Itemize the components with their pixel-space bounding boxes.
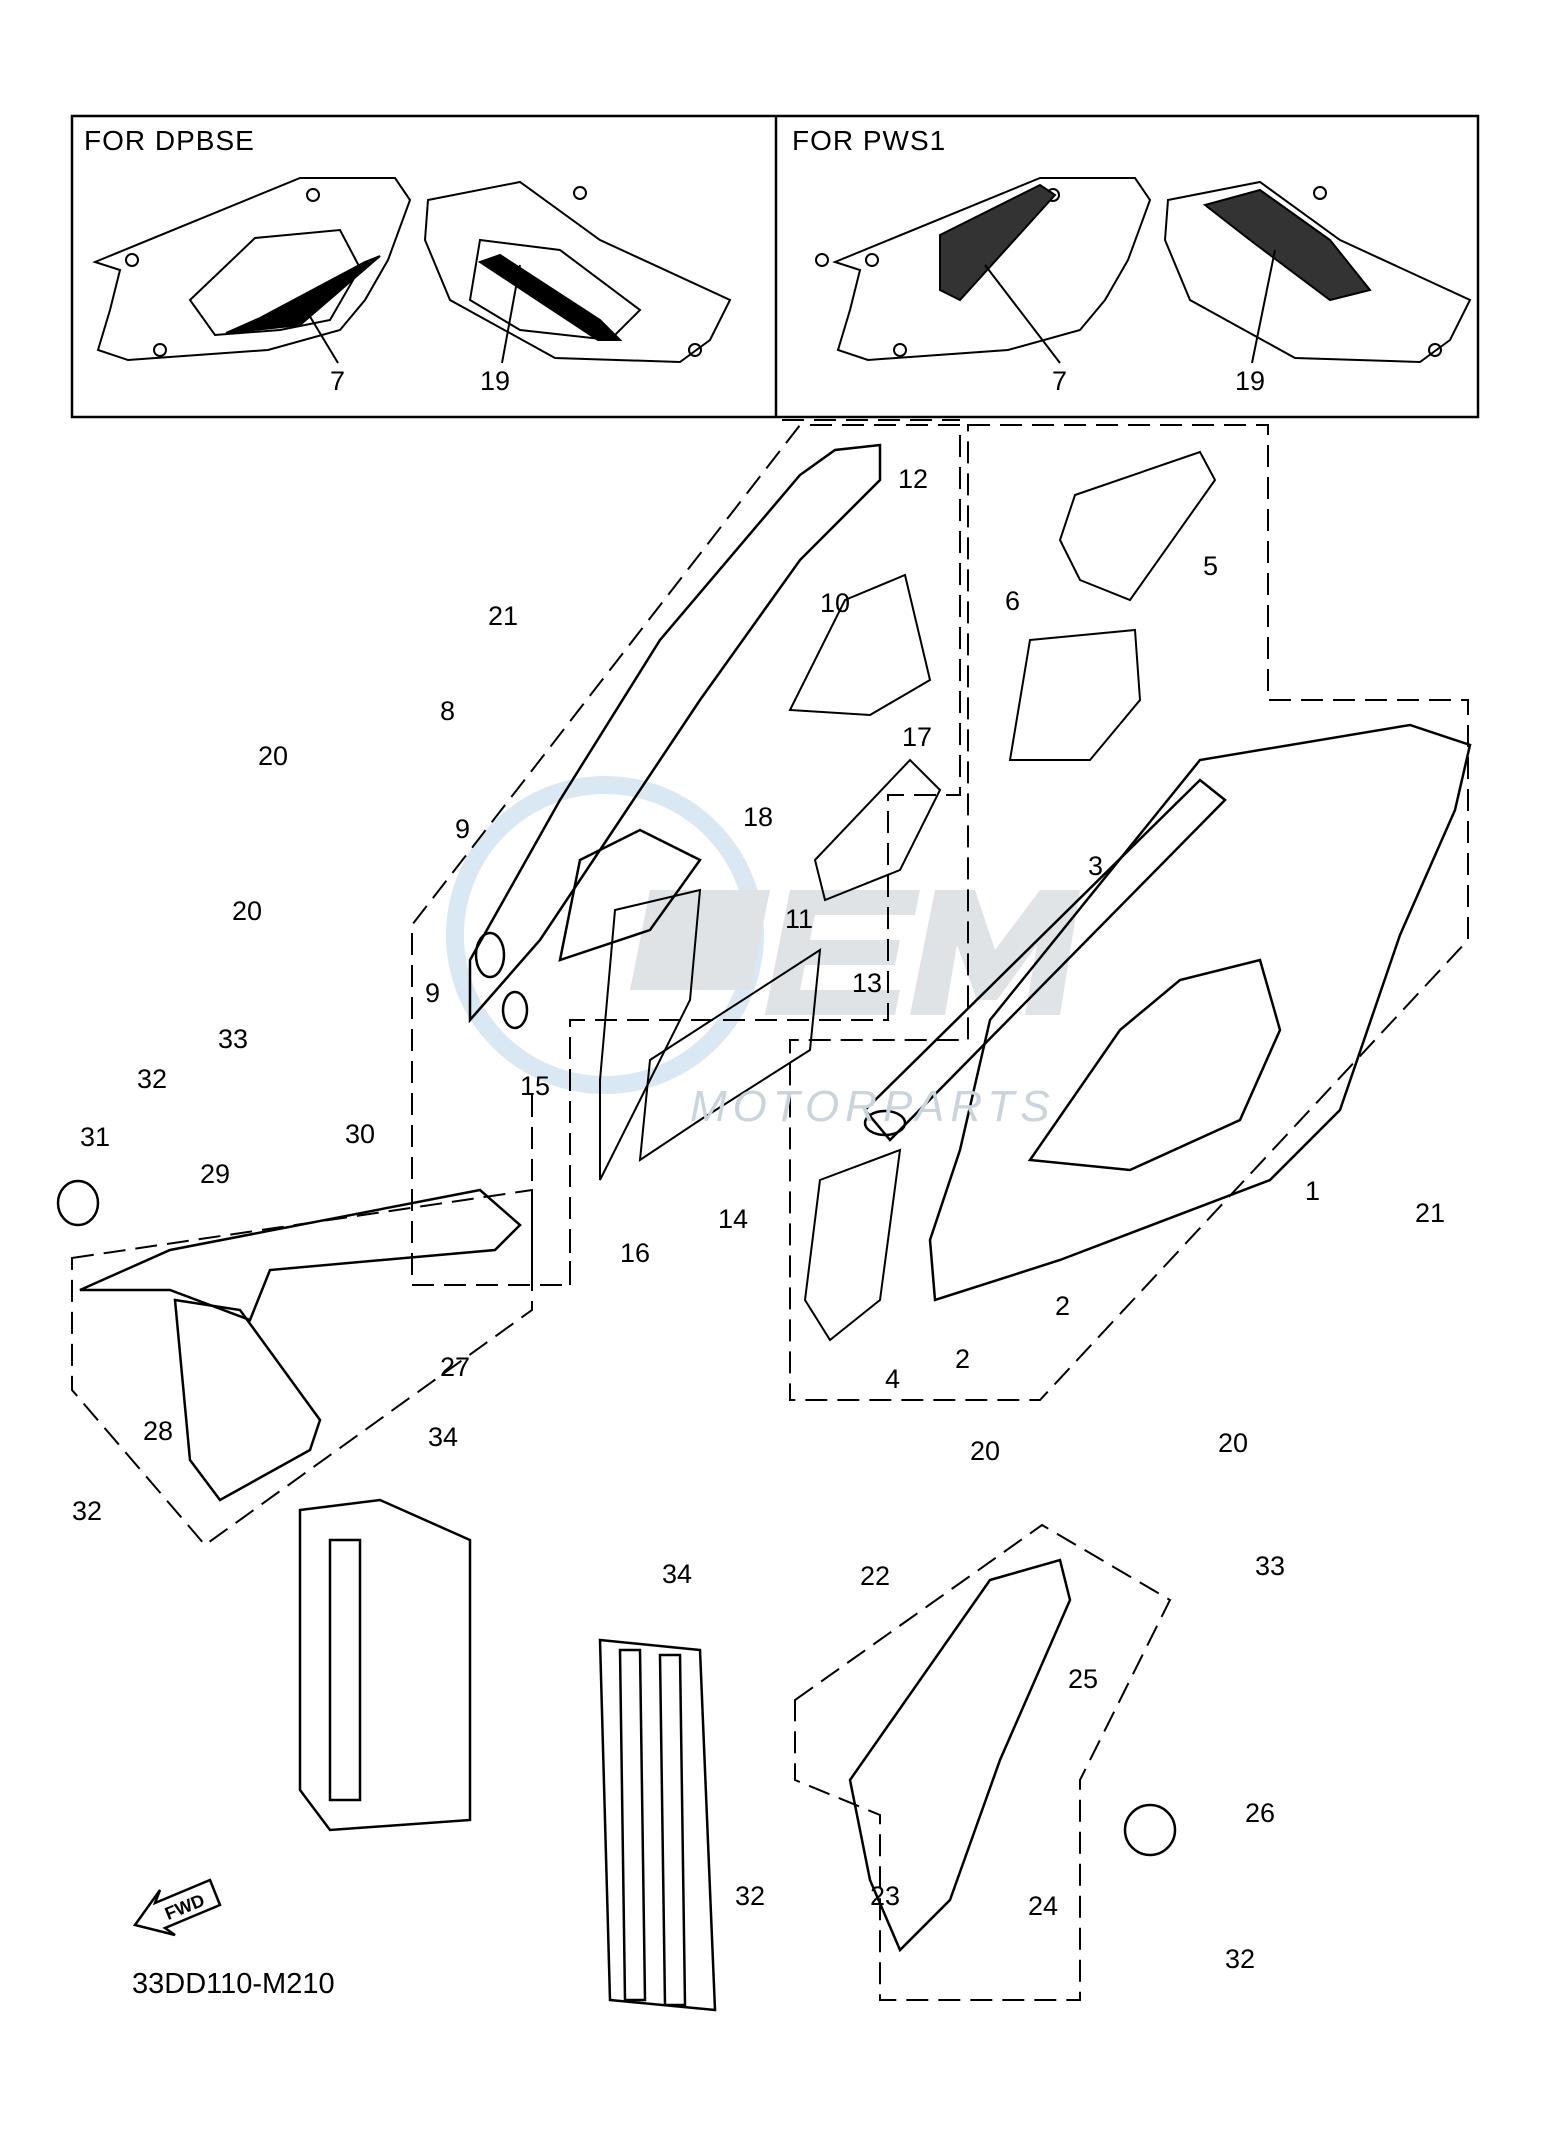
callout: 34 [428, 1422, 458, 1452]
callout: 33 [1255, 1551, 1285, 1581]
diagram-reference: 33DD110-M210 [132, 1968, 335, 2000]
callout: 8 [440, 696, 455, 726]
callout: 18 [743, 802, 773, 832]
callout: 7 [1052, 366, 1067, 396]
callout: 27 [440, 1352, 470, 1382]
callout: 3 [1088, 851, 1103, 881]
callout-labels: 7 19 7 19 1 2 2 3 4 5 6 8 9 9 10 11 12 1… [72, 366, 1445, 1974]
callout: 6 [1005, 586, 1020, 616]
callout: 19 [480, 366, 510, 396]
callout: 32 [735, 1881, 765, 1911]
inset-title-dpbse: FOR DPBSE [84, 125, 255, 156]
side-panel-right [863, 723, 1472, 1302]
callout: 2 [1055, 1291, 1070, 1321]
inset-title-pws1: FOR PWS1 [792, 125, 947, 156]
callout: 5 [1203, 551, 1218, 581]
callout: 19 [1235, 366, 1265, 396]
dpbse-side-covers [92, 177, 829, 364]
inset-frame [70, 114, 1480, 419]
callout: 17 [902, 722, 932, 752]
leader-dpbse-7 [299, 299, 339, 364]
fwd-arrow-icon: FWD [132, 1878, 222, 1937]
callout: 2 [955, 1344, 970, 1374]
callout: 20 [258, 741, 288, 771]
callout: 32 [137, 1064, 167, 1094]
callout: 20 [970, 1436, 1000, 1466]
callout: 20 [1218, 1428, 1248, 1458]
group-outlines [71, 419, 1469, 2001]
decal-parts [599, 450, 1217, 1342]
callout: 14 [718, 1204, 748, 1234]
callout: 32 [1225, 1944, 1255, 1974]
callout: 29 [200, 1159, 230, 1189]
leader-pws1-19 [1251, 249, 1276, 364]
leader-dpbse-19 [501, 264, 521, 364]
callout: 1 [1305, 1176, 1320, 1206]
callout: 33 [218, 1024, 248, 1054]
callout: 32 [72, 1496, 102, 1526]
callout: 16 [620, 1238, 650, 1268]
pws1-side-covers [832, 177, 1472, 364]
callout: 9 [455, 814, 470, 844]
callout: 34 [662, 1559, 692, 1589]
radiator-cover-left [56, 1179, 522, 1502]
callout: 4 [885, 1364, 900, 1394]
callout: 20 [232, 896, 262, 926]
callout: 24 [1028, 1891, 1058, 1921]
callout: 10 [820, 588, 850, 618]
radiator-guards [298, 1498, 717, 2012]
leader-pws1-7 [984, 264, 1061, 364]
callout: 12 [898, 464, 928, 494]
callout: 13 [852, 968, 882, 998]
radiator-cover-right [848, 1558, 1177, 1953]
callout: 26 [1245, 1798, 1275, 1828]
callout: 28 [143, 1416, 173, 1446]
callout: 30 [345, 1119, 375, 1149]
callout: 31 [80, 1122, 110, 1152]
watermark-sub: MOTORPARTS [690, 1082, 1056, 1131]
callout: 22 [860, 1561, 890, 1591]
callout: 21 [1415, 1198, 1445, 1228]
callout: 11 [785, 904, 813, 934]
callout: 21 [488, 601, 518, 631]
callout: 25 [1068, 1664, 1098, 1694]
callout: 9 [425, 978, 440, 1008]
callout: 7 [330, 366, 345, 396]
watermark-logo [446, 776, 1080, 1094]
callout: 23 [870, 1881, 900, 1911]
callout: 15 [520, 1071, 550, 1101]
